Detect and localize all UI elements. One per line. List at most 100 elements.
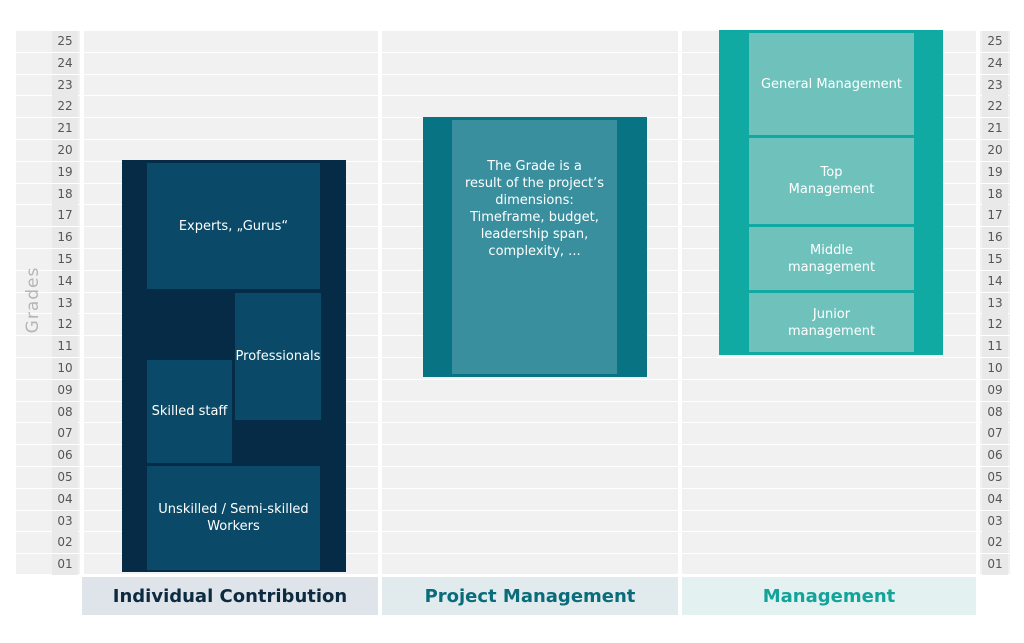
grade-row-separator [16, 531, 1010, 532]
junior-management-line1: Junior [812, 306, 851, 322]
grade-number-left: 14 [52, 271, 78, 292]
skilled-staff-box: Skilled staff [147, 360, 232, 463]
grade-number-right: 09 [982, 380, 1008, 401]
grade-number-left: 23 [52, 75, 78, 96]
grade-number-right: 13 [982, 293, 1008, 314]
middle-management-box: Middle management [749, 227, 914, 290]
grade-number-left: 06 [52, 445, 78, 466]
grade-number-right: 04 [982, 489, 1008, 510]
experts-label: Experts, „Gurus“ [178, 218, 289, 234]
top-management-line2: Management [788, 182, 875, 197]
junior-management-line2: management [787, 323, 876, 339]
grade-number-right: 10 [982, 358, 1008, 379]
column-divider [80, 30, 84, 615]
grade-number-left: 10 [52, 358, 78, 379]
unskilled-label-line1: Unskilled / Semi-skilled [158, 502, 309, 517]
project-text-line5: leadership span, [480, 227, 589, 242]
skilled-staff-label: Skilled staff [151, 404, 228, 419]
column-title-individual: Individual Contribution [112, 585, 348, 607]
grade-number-right: 12 [982, 314, 1008, 335]
grade-number-right: 01 [982, 554, 1008, 575]
grade-number-right: 11 [982, 336, 1008, 357]
grade-row-separator [16, 488, 1010, 489]
grade-row-separator [16, 444, 1010, 445]
grade-number-right: 20 [982, 140, 1008, 161]
grade-number-right: 25 [982, 31, 1008, 52]
grade-number-left: 25 [52, 31, 78, 52]
column-header-individual: Individual Contribution [82, 577, 378, 615]
experts-box: Experts, „Gurus“ [147, 163, 320, 289]
grade-number-left: 22 [52, 96, 78, 117]
grade-row-separator [16, 466, 1010, 467]
grade-number-right: 17 [982, 205, 1008, 226]
top-management-box: Top Management [749, 138, 914, 224]
grade-row-separator [16, 379, 1010, 380]
grade-number-left: 02 [52, 532, 78, 553]
grade-number-left: 19 [52, 162, 78, 183]
grade-row-separator [16, 95, 1010, 96]
grade-number-left: 24 [52, 53, 78, 74]
grade-number-right: 18 [982, 184, 1008, 205]
grade-number-left: 03 [52, 511, 78, 532]
unskilled-box: Unskilled / Semi-skilled Workers [147, 466, 320, 570]
middle-management-line1: Middle [810, 242, 853, 258]
grade-number-left: 05 [52, 467, 78, 488]
grade-number-right: 05 [982, 467, 1008, 488]
junior-management-box: Junior management [749, 293, 914, 352]
axis-title: Grades [23, 266, 43, 334]
grade-number-right: 22 [982, 96, 1008, 117]
grade-number-right: 03 [982, 511, 1008, 532]
grade-number-left: 15 [52, 249, 78, 270]
general-management-box: General Management [749, 33, 914, 135]
column-header-project: Project Management [382, 577, 678, 615]
grade-number-right: 14 [982, 271, 1008, 292]
grade-number-left: 04 [52, 489, 78, 510]
professionals-label: Professionals [235, 349, 321, 364]
grade-number-left: 17 [52, 205, 78, 226]
grade-number-left: 12 [52, 314, 78, 335]
grade-number-right: 16 [982, 227, 1008, 248]
grade-number-left: 11 [52, 336, 78, 357]
grade-number-right: 21 [982, 118, 1008, 139]
project-text-line3: dimensions: [495, 193, 574, 208]
top-management-line1: Top [820, 165, 843, 180]
grade-number-right: 19 [982, 162, 1008, 183]
general-management-label: General Management [760, 76, 902, 92]
project-text-line4: Timeframe, budget, [470, 210, 599, 225]
column-header-management: Management [682, 577, 976, 615]
grade-number-left: 21 [52, 118, 78, 139]
grade-number-left: 09 [52, 380, 78, 401]
project-grade-box: The Grade is a result of the project’s d… [452, 120, 617, 374]
grade-row-separator [16, 553, 1010, 554]
grade-number-right: 06 [982, 445, 1008, 466]
professionals-box: Professionals [235, 293, 321, 420]
column-divider [378, 30, 382, 615]
project-text-line2: result of the project’s [464, 176, 605, 191]
grade-number-right: 23 [982, 75, 1008, 96]
grade-row-separator [16, 422, 1010, 423]
grade-row-separator [16, 52, 1010, 53]
unskilled-label-line2: Workers [207, 519, 260, 534]
grade-number-right: 24 [982, 53, 1008, 74]
grade-row-separator [16, 30, 1010, 31]
column-title-project: Project Management [424, 585, 636, 607]
grade-number-left: 07 [52, 423, 78, 444]
project-text-line6: complexity, ... [488, 244, 581, 259]
grade-number-right: 07 [982, 423, 1008, 444]
column-divider [678, 30, 682, 615]
grade-number-left: 01 [52, 554, 78, 575]
grade-number-left: 13 [52, 293, 78, 314]
grade-number-left: 08 [52, 402, 78, 423]
project-text-line1: The Grade is a [487, 159, 582, 174]
grade-number-right: 15 [982, 249, 1008, 270]
middle-management-line2: management [787, 259, 876, 275]
grade-number-right: 02 [982, 532, 1008, 553]
column-title-management: Management [762, 585, 896, 607]
column-divider [976, 30, 980, 615]
grade-row-separator [16, 401, 1010, 402]
grade-row-separator [16, 74, 1010, 75]
grade-number-left: 16 [52, 227, 78, 248]
grade-number-left: 18 [52, 184, 78, 205]
grade-number-right: 08 [982, 402, 1008, 423]
grade-row-separator [16, 510, 1010, 511]
